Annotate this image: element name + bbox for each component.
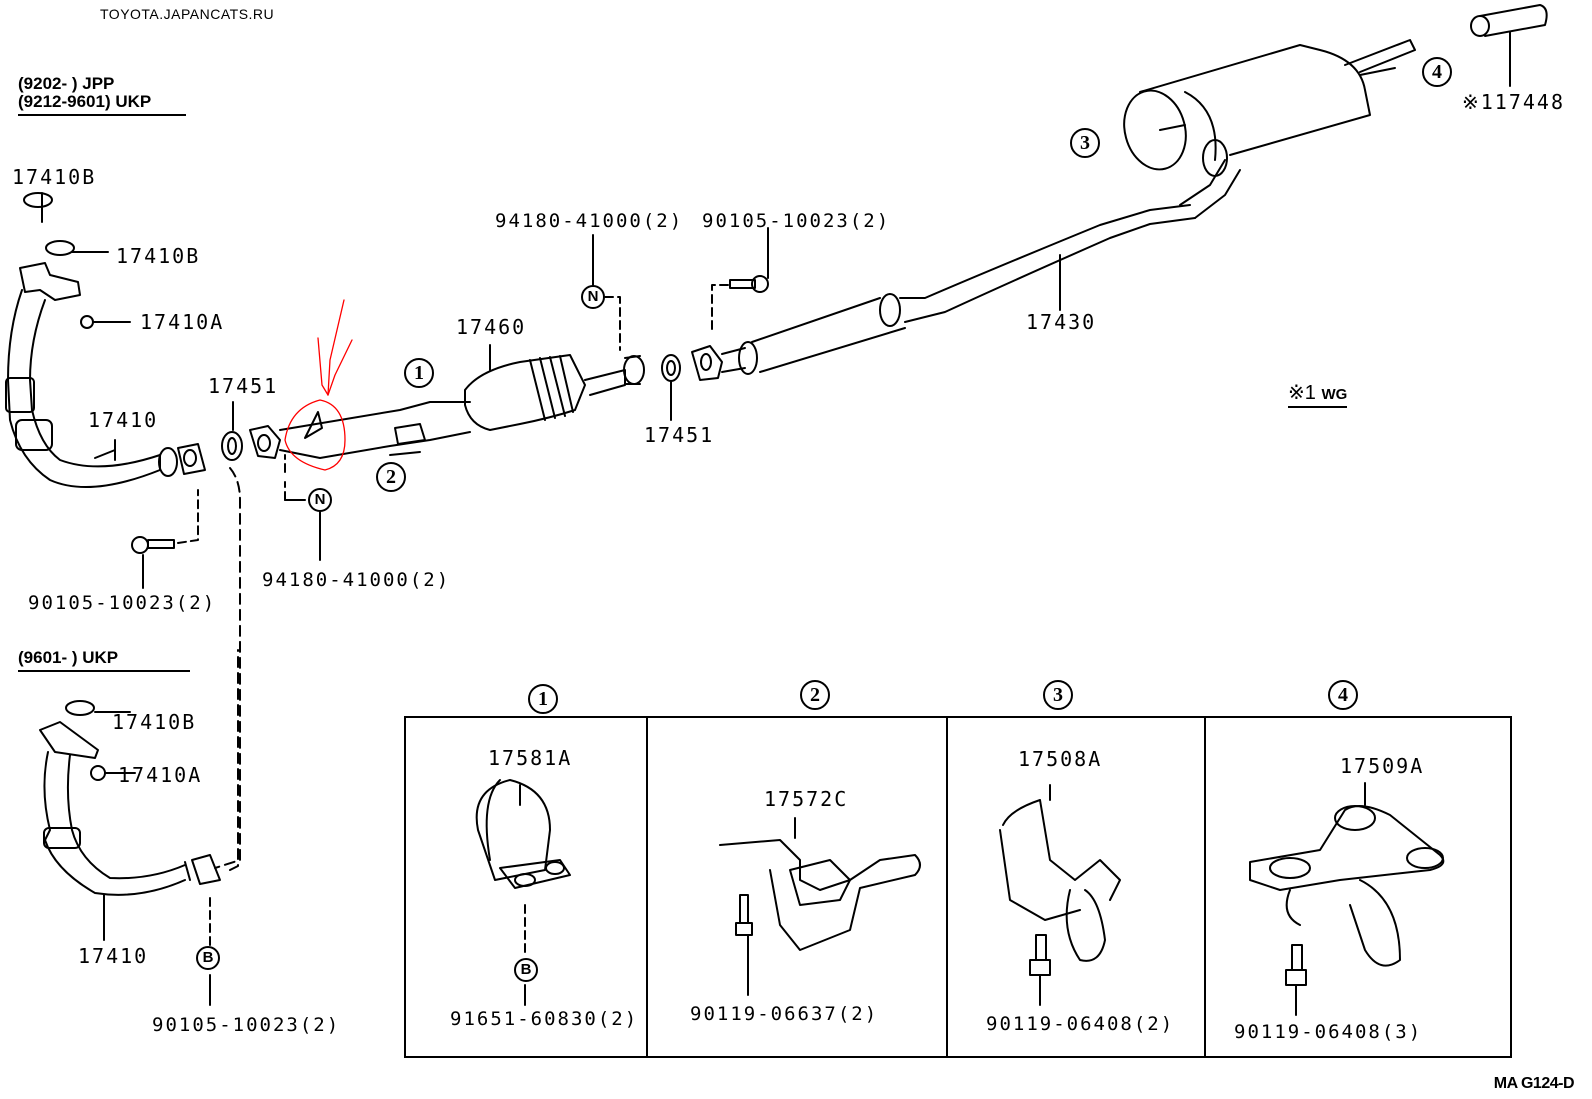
note-suffix: WG: [1321, 386, 1348, 403]
part-label-17410b-mid[interactable]: 17410B: [116, 244, 201, 268]
callout-n-top: N: [581, 285, 605, 309]
red-annotation-marks: [284, 299, 353, 471]
panel-3-drawing: [999, 784, 1121, 1006]
part-label-17410a-lower[interactable]: 17410A: [118, 763, 203, 787]
panel-1-part[interactable]: 17581A: [488, 746, 573, 770]
bolt-left-drawing: [131, 489, 199, 589]
diagram-code: MA G124-D: [1493, 1075, 1575, 1092]
callout-b-lower-left: B: [196, 946, 220, 970]
panel-3-callout: 3: [1043, 680, 1073, 710]
panel-3-part[interactable]: 17508A: [1018, 747, 1103, 771]
panel-4-fastener[interactable]: 90119-06408(3): [1234, 1021, 1423, 1043]
part-label-94180-bottom[interactable]: 94180-41000(2): [262, 569, 451, 591]
panel-4: [1204, 716, 1512, 1058]
panel-2-drawing: [719, 817, 921, 996]
note-1wg: ※1 WG: [1288, 380, 1348, 408]
panel-4-part[interactable]: 17509A: [1340, 754, 1425, 778]
part-label-17430[interactable]: 17430: [1026, 310, 1097, 334]
applicability-line-1: (9202- ) JPP: [18, 74, 115, 93]
part-label-17410b-lower[interactable]: 17410B: [112, 710, 197, 734]
part-label-17410b-top[interactable]: 17410B: [12, 165, 97, 189]
part-label-90105-left[interactable]: 90105-10023(2): [28, 592, 217, 614]
nut-top-leader: [604, 296, 621, 351]
panel-1-callout: 1: [528, 684, 558, 714]
note-symbol: ※1: [1288, 382, 1316, 404]
tail-pipe-drawing: [1470, 4, 1548, 87]
gasket-17451-right-drawing: [661, 354, 681, 421]
part-label-17410-lower[interactable]: 17410: [78, 944, 149, 968]
panel-1-drawing: [475, 779, 571, 1006]
panel-4-drawing: [1249, 782, 1445, 1016]
part-label-90105-lower[interactable]: 90105-10023(2): [152, 1014, 341, 1036]
front-pipe-upper-drawing: [5, 192, 206, 489]
panel-2-part[interactable]: 17572C: [764, 787, 849, 811]
callout-2: 2: [376, 462, 406, 492]
callout-1: 1: [404, 358, 434, 388]
panel-2-callout: 2: [800, 680, 830, 710]
center-pipe-drawing: [691, 159, 1241, 381]
front-pipe-lower-drawing: [39, 649, 239, 1006]
part-label-17460[interactable]: 17460: [456, 315, 527, 339]
panel-2-fastener[interactable]: 90119-06637(2): [690, 1003, 879, 1025]
part-label-17451-right[interactable]: 17451: [644, 423, 715, 447]
panel-1-fastener[interactable]: 91651-60830(2): [450, 1008, 639, 1030]
panel-1-b-callout: B: [514, 958, 538, 982]
callout-3: 3: [1070, 128, 1100, 158]
applicability-line-3: (9601- ) UKP: [18, 648, 190, 672]
callout-4: 4: [1422, 57, 1452, 87]
watermark-text: TOYOTA.JAPANCATS.RU: [100, 6, 275, 22]
part-label-17410a[interactable]: 17410A: [140, 310, 225, 334]
panel-3-fastener[interactable]: 90119-06408(2): [986, 1013, 1175, 1035]
bracket-detail: [304, 411, 323, 439]
part-label-17448[interactable]: ※117448: [1462, 90, 1566, 114]
gasket-17451-left-drawing: [214, 401, 243, 869]
part-label-17451-left[interactable]: 17451: [208, 374, 279, 398]
panel-4-callout: 4: [1328, 680, 1358, 710]
part-label-94180-top[interactable]: 94180-41000(2): [495, 210, 684, 232]
exhaust-pipe-converter-drawing: [249, 344, 645, 561]
part-label-17410[interactable]: 17410: [88, 408, 159, 432]
main-muffler-drawing: [1123, 39, 1416, 177]
part-label-90105-right[interactable]: 90105-10023(2): [702, 210, 891, 232]
applicability-line-2: (9212-9601) UKP: [18, 92, 186, 116]
callout-n-bottom: N: [308, 488, 332, 512]
